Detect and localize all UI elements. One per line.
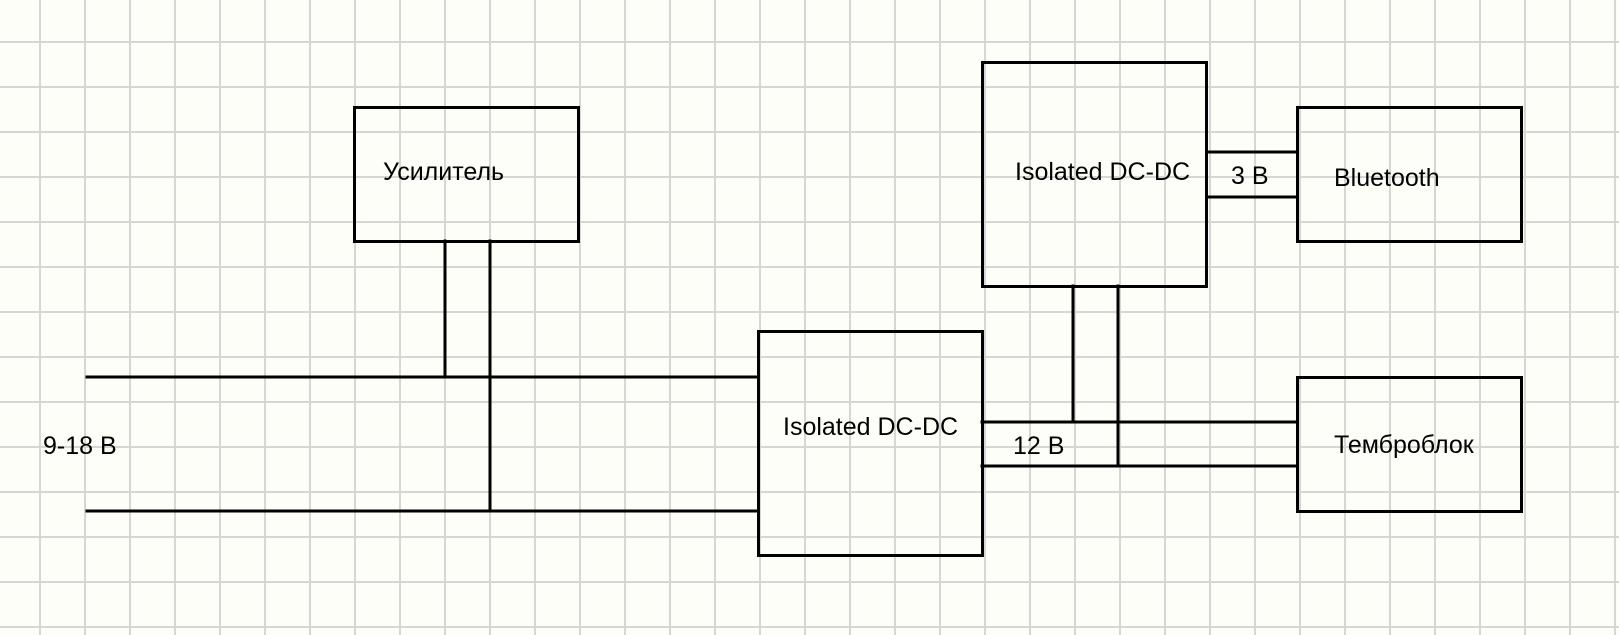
amplifier-block [353,106,580,243]
rail-3v-label: 3 В [1231,162,1269,190]
amplifier-label: Усилитель [383,158,505,186]
tone-block-label: Темброблок [1334,431,1474,459]
input-voltage-label: 9-18 В [43,432,117,460]
bluetooth-block [1296,106,1523,243]
dcdc-secondary-block [981,61,1208,288]
rail-12v-label: 12 В [1013,432,1065,460]
bluetooth-label: Bluetooth [1334,164,1440,192]
dcdc-secondary-label: Isolated DC-DC [1015,158,1191,186]
dcdc-main-block [757,330,984,557]
dcdc-main-label: Isolated DC-DC [783,413,959,441]
tone-block [1296,376,1523,513]
